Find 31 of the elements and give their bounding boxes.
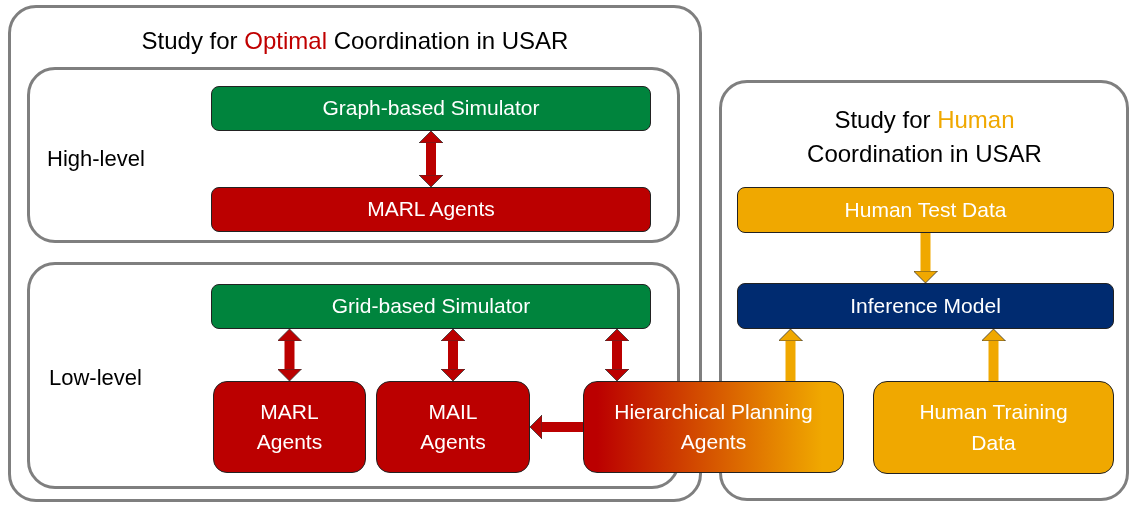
panel-title: Study for Optimal Coordination in USAR <box>140 26 570 56</box>
box-label: Graph-based Simulator <box>322 95 540 122</box>
process-box <box>737 187 1114 233</box>
block-arrow <box>981 328 1006 381</box>
process-box <box>211 187 651 232</box>
process-box <box>213 381 366 473</box>
process-box <box>211 86 651 131</box>
process-box <box>873 381 1114 474</box>
process-box <box>583 381 844 473</box>
panel-label: High-level <box>47 146 145 172</box>
process-box <box>376 381 530 473</box>
block-arrow <box>913 233 938 284</box>
block-arrow <box>440 328 466 382</box>
block-arrow <box>418 130 444 188</box>
process-box <box>211 284 651 329</box>
box-label: Human Training Data <box>918 399 1069 456</box>
box-label: MAIL Agents <box>419 398 487 455</box>
block-arrow <box>778 328 803 381</box>
panel-title: Study for Human Coordination in USAR <box>806 105 1043 169</box>
box-label: Inference Model <box>850 292 1001 319</box>
block-arrow <box>529 414 583 440</box>
panel-label: Low-level <box>49 365 142 391</box>
process-box <box>737 283 1114 329</box>
box-label: MARL Agents <box>255 398 324 455</box>
box-label: Grid-based Simulator <box>331 293 531 320</box>
box-label: MARL Agents <box>367 196 495 223</box>
box-label: Hierarchical Planning Agents <box>613 398 814 455</box>
box-label: Human Test Data <box>844 196 1007 223</box>
block-arrow <box>277 328 302 382</box>
block-arrow <box>604 328 630 382</box>
group-panel <box>27 67 680 243</box>
